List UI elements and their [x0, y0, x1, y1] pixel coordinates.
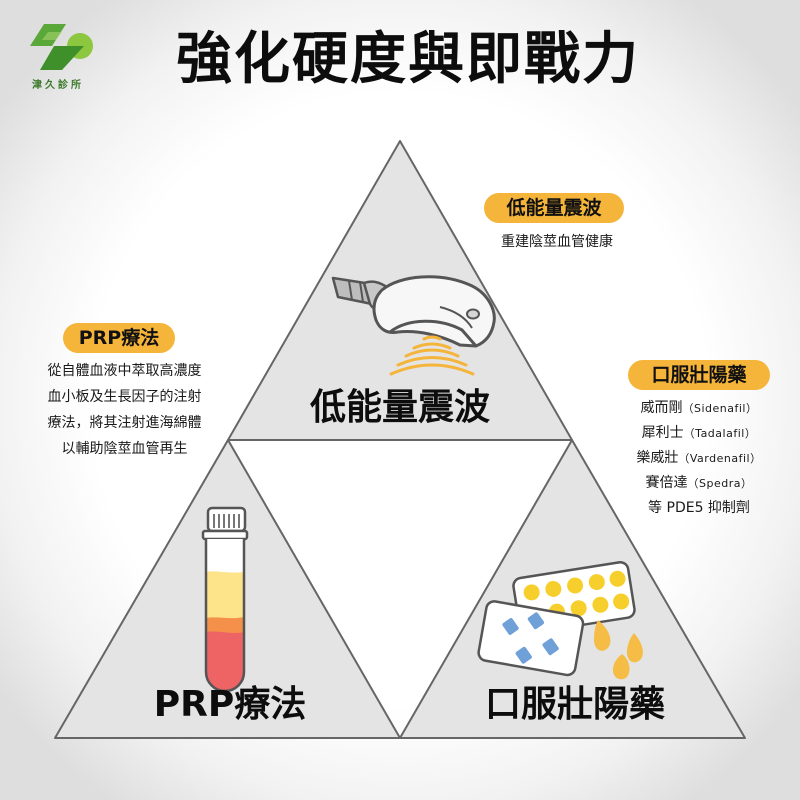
drug-name-en: （Tadalafil） [683, 427, 757, 440]
oral-triangle-label: 口服壯陽藥 [484, 684, 665, 725]
clinic-logo-icon [30, 24, 93, 70]
clinic-name: 津久診所 [32, 80, 84, 91]
drug-name-zh: 賽倍達 [645, 475, 688, 491]
shockwave-triangle-label: 低能量震波 [309, 387, 490, 428]
drug-footer: 等 PDE5 抑制劑 [648, 500, 750, 516]
pill-blister-icon [477, 561, 643, 680]
drug-name-zh: 犀利士 [641, 425, 684, 441]
shockwave-pill: 低能量震波 [484, 193, 624, 223]
drug-item: 犀利士（Tadalafil） [610, 421, 788, 446]
prp-pill: PRP療法 [63, 323, 175, 353]
clinic-logo: 津久診所 [22, 18, 102, 100]
prp-description-line: 療法，將其注射進海綿體 [47, 415, 202, 431]
drug-name-en: （Vardenafil） [678, 452, 762, 465]
shockwave-device-icon [331, 275, 496, 376]
drug-name-en: （Spedra） [687, 477, 753, 490]
drug-name-en: （Sidenafil） [682, 402, 758, 415]
prp-description-line: 血小板及生長因子的注射 [47, 389, 202, 405]
drug-item: 樂威壯（Vardenafil） [610, 446, 788, 471]
prp-triangle-label: PRP療法 [153, 684, 307, 725]
drug-item: 賽倍達（Spedra） [610, 471, 788, 496]
oral-drug-pill: 口服壯陽藥 [628, 360, 770, 390]
drug-name-zh: 威而剛 [640, 400, 683, 416]
page-title: 強化硬度與即戰力 [176, 27, 640, 92]
drug-name-zh: 樂威壯 [636, 450, 679, 466]
prp-description-line: 從自體血液中萃取高濃度 [47, 363, 202, 379]
drug-item: 威而剛（Sidenafil） [610, 396, 788, 421]
shockwave-description-line: 重建陰莖血管健康 [501, 234, 613, 250]
shockwave-description: 重建陰莖血管健康 [478, 229, 636, 255]
prp-description: 從自體血液中萃取高濃度 血小板及生長因子的注射 療法，將其注射進海綿體 以輔助陰… [22, 358, 227, 462]
oral-drug-list: 威而剛（Sidenafil） 犀利士（Tadalafil） 樂威壯（Varden… [610, 396, 788, 521]
test-tube-icon [201, 506, 249, 693]
prp-description-line: 以輔助陰莖血管再生 [61, 441, 188, 457]
